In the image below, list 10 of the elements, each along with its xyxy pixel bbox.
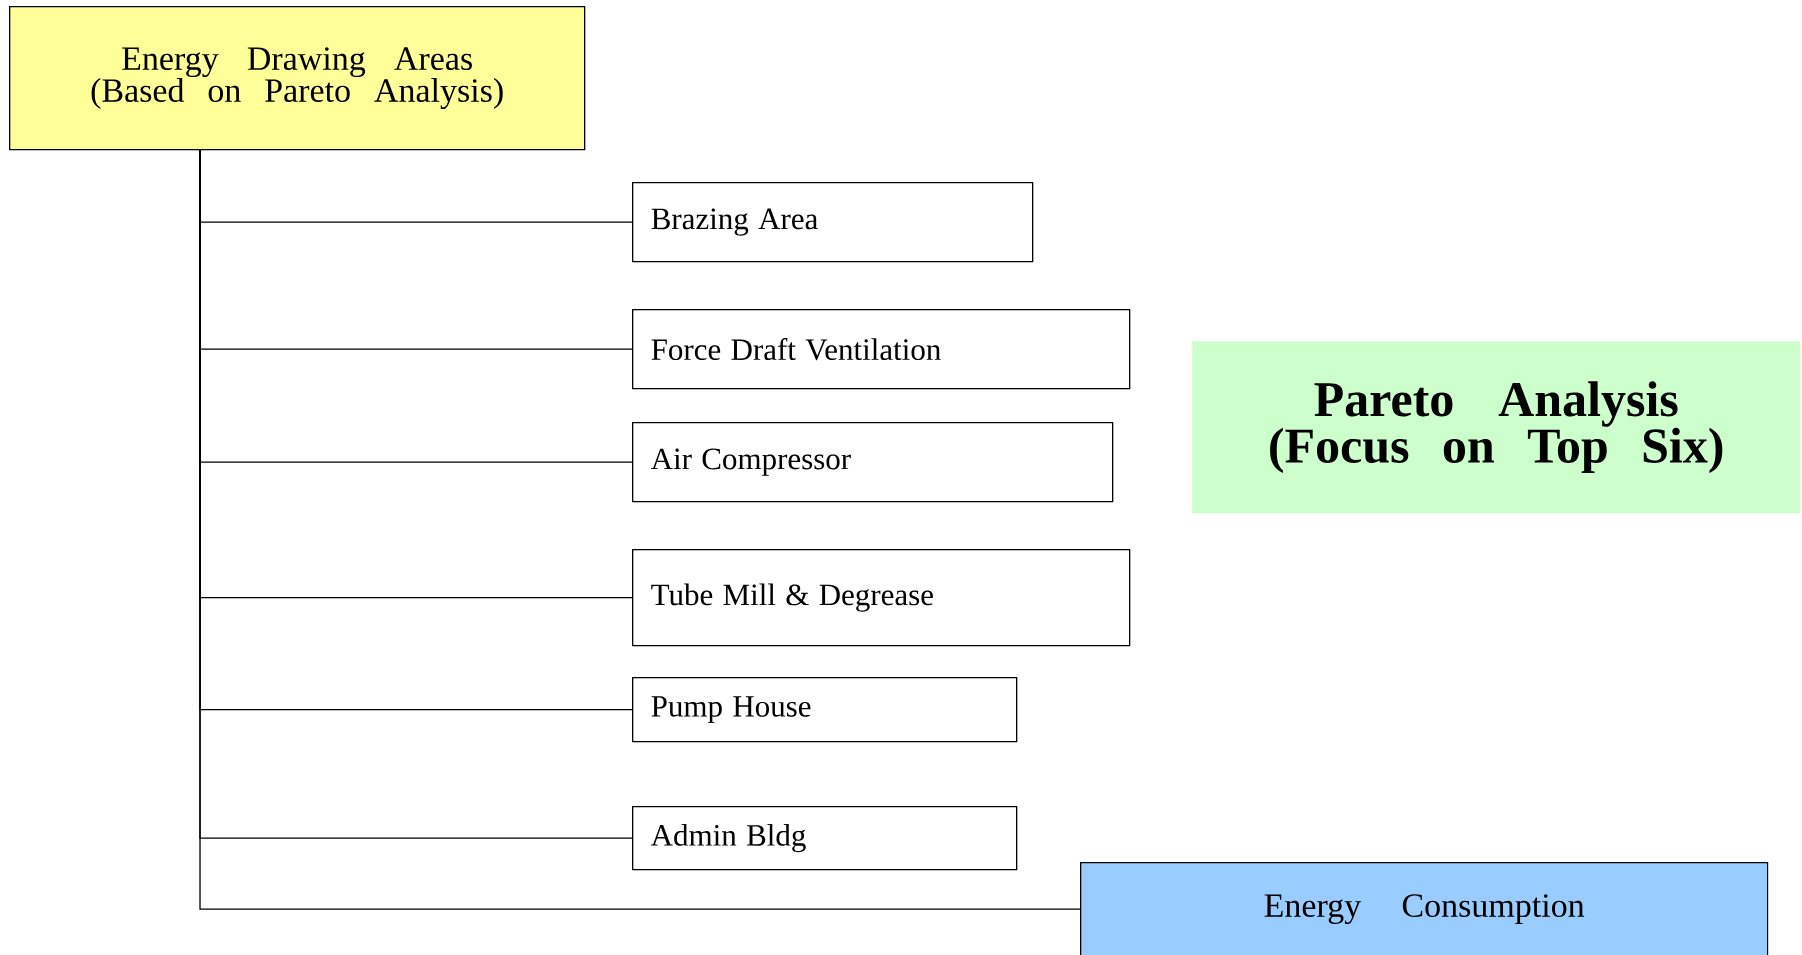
title-box: Energy Drawing Areas (Based on Pareto Analysis) — [9, 6, 586, 151]
connector-line — [199, 149, 1081, 910]
result-box: Energy Consumption — [1080, 862, 1769, 955]
area-box: Brazing Area — [632, 182, 1034, 263]
area-box: Air Compressor — [632, 422, 1114, 503]
focus-box: Pareto Analysis (Focus on Top Six) — [1192, 341, 1801, 514]
area-box: Tube Mill & Degrease — [632, 549, 1131, 647]
area-box: Pump House — [632, 677, 1018, 743]
area-box: Admin Bldg — [632, 806, 1018, 871]
area-box: Force Draft Ventilation — [632, 309, 1131, 390]
